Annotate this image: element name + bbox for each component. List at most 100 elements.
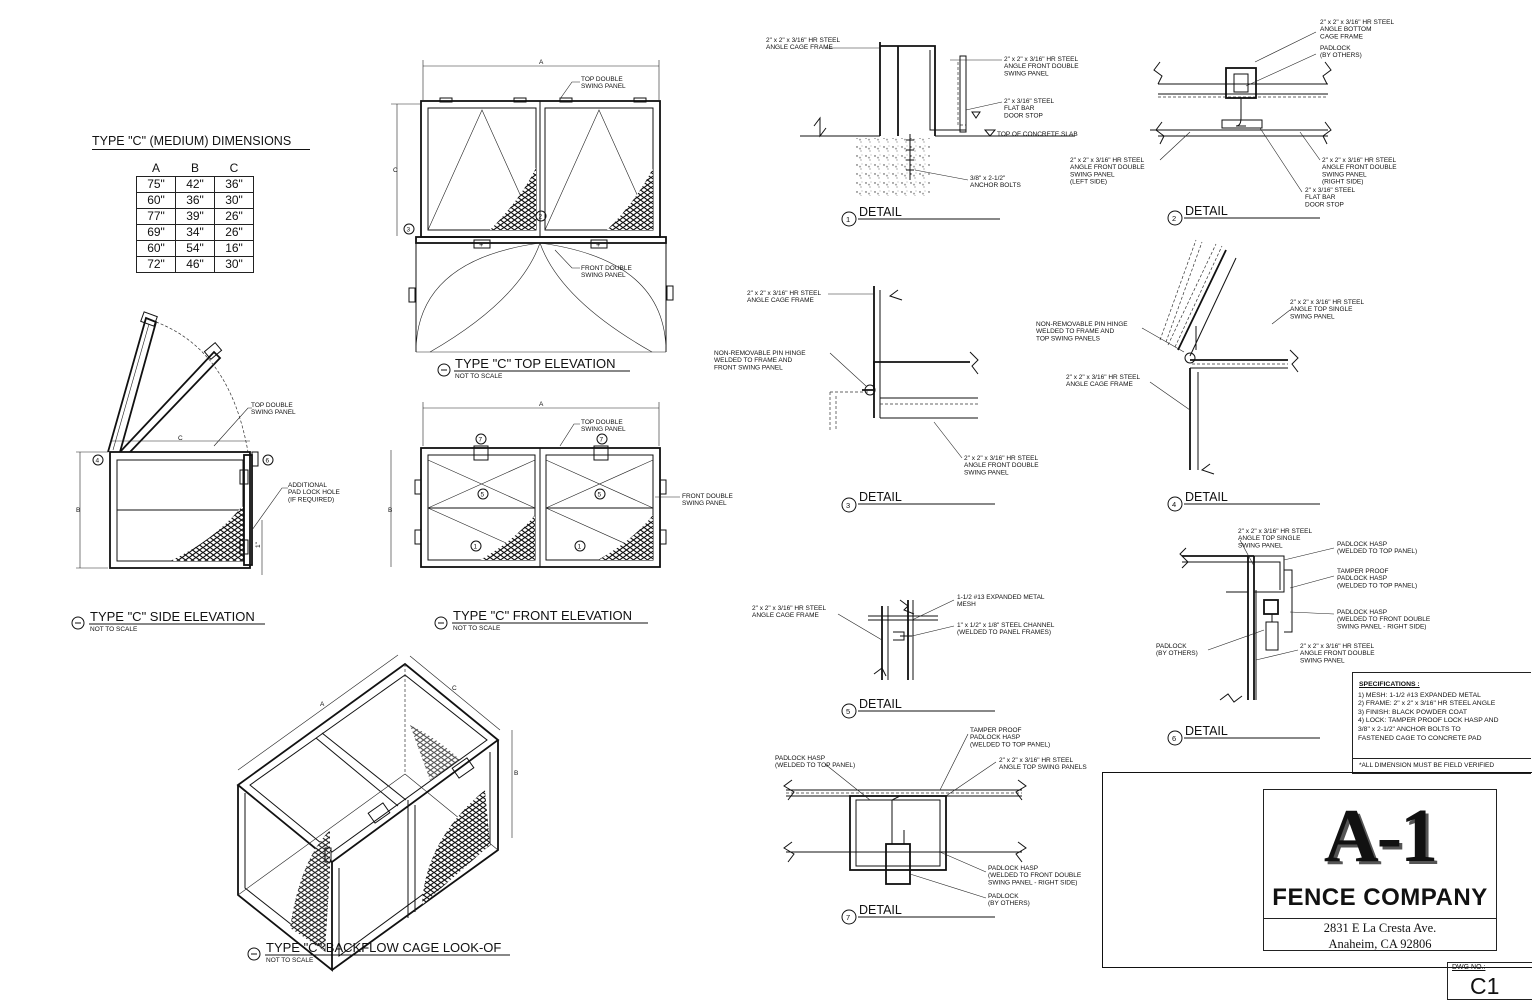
svg-text:+: +	[479, 240, 484, 249]
dimension-table-title: TYPE "C" (MEDIUM) DIMENSIONS	[92, 134, 310, 150]
callout-number: 5	[598, 492, 602, 499]
d7-callout-padlock: PADLOCK(BY OTHERS)	[988, 893, 1030, 907]
iso-dim-a: A	[320, 701, 325, 708]
detail-7-title: DETAIL	[859, 903, 902, 917]
d7-callout-hasp-top: PADLOCK HASP(WELDED TO TOP PANEL)	[775, 755, 855, 769]
drawing-number-label: DWG NO.:	[1452, 964, 1486, 971]
table-cell: 30"	[214, 256, 254, 273]
front-dim-a: A	[539, 401, 544, 408]
detail-number: 7	[846, 913, 850, 922]
isometric-cage-view: A C B TYPE "C" BACKFLOW CAGE LOOK-OF NOT…	[236, 654, 518, 972]
detail-1-title: DETAIL	[859, 205, 902, 219]
title-block-company-area: A-1 FENCE COMPANY 2831 E La Cresta Ave. …	[1263, 789, 1497, 951]
company-name: FENCE COMPANY	[1272, 884, 1488, 911]
table-row: 60"36"30"	[136, 192, 254, 209]
callout-number: 2	[539, 214, 543, 221]
detail-number: 2	[1172, 214, 1176, 223]
table-cell: 77"	[136, 208, 176, 225]
detail-4-title: DETAIL	[1185, 490, 1228, 504]
company-address-line1: 2831 E La Cresta Ave.	[1264, 918, 1496, 936]
table-row: 75"42"36"	[136, 176, 254, 193]
callout-number: 1	[578, 544, 582, 551]
top-elevation-title: TYPE "C" TOP ELEVATION	[455, 356, 615, 371]
detail-number: 4	[1172, 500, 1176, 509]
iso-dim-b: B	[514, 770, 518, 777]
table-header-b: B	[190, 161, 199, 175]
drawing-number-box: DWG NO.: C1	[1447, 962, 1532, 1000]
d6-callout-hasp-top: PADLOCK HASP(WELDED TO TOP PANEL)	[1337, 541, 1417, 555]
iso-dim-c: C	[452, 685, 457, 692]
detail-2-title: DETAIL	[1185, 204, 1228, 218]
callout-number: 6	[266, 458, 270, 465]
callout-number: 7	[600, 437, 604, 444]
d5-callout-channel: 1" x 1/2" x 1/8" STEEL CHANNEL(WELDED TO…	[957, 622, 1055, 636]
table-cell: 46"	[175, 256, 215, 273]
lookof-nts: NOT TO SCALE	[266, 957, 314, 964]
callout-number: 5	[481, 492, 485, 499]
dim-c-label: C	[393, 167, 398, 174]
drawing-number: C1	[1470, 973, 1500, 999]
detail-number: 6	[1172, 734, 1176, 743]
table-cell: 72"	[136, 256, 176, 273]
table-row: 77"39"26"	[136, 208, 254, 225]
table-header-row: A B C	[137, 161, 254, 177]
detail-number: 5	[846, 707, 850, 716]
callout-number: 4	[96, 458, 100, 465]
dim-a-label: A	[539, 59, 544, 66]
callout-number: 1	[474, 544, 478, 551]
specifications-title: SPECIFICATIONS :	[1359, 681, 1420, 688]
spec-note: *ALL DIMENSION MUST BE FIELD VERIFIED	[1353, 758, 1531, 773]
company-logo: A-1	[1323, 794, 1438, 878]
front-elevation-nts: NOT TO SCALE	[453, 625, 501, 632]
d6-callout-padlock: PADLOCK(BY OTHERS)	[1156, 643, 1198, 657]
spec-item: 2) FRAME: 2" x 2" x 3/16" HR STEEL ANGLE	[1358, 700, 1496, 708]
specifications-box: SPECIFICATIONS : 1) MESH: 1-1/2 #13 EXPA…	[1352, 672, 1531, 774]
front-elevation-title: TYPE "C" FRONT ELEVATION	[453, 608, 632, 623]
dimension-table: A B C 75"42"36" 60"36"30" 77"39"26" 69"3…	[136, 161, 254, 273]
side-dim-one: 1"	[255, 541, 262, 548]
detail-5-title: DETAIL	[859, 697, 902, 711]
side-dim-c: C	[178, 435, 183, 442]
table-header-a: A	[151, 161, 160, 175]
detail-number: 3	[846, 501, 850, 510]
callout-number: 7	[479, 437, 483, 444]
lookof-title: TYPE "C" BACKFLOW CAGE LOOK-OF	[266, 940, 501, 955]
side-elevation-title: TYPE "C" SIDE ELEVATION	[90, 609, 255, 624]
side-dim-b: B	[76, 507, 80, 514]
top-elevation-view: A C + + 3	[391, 59, 674, 380]
front-dim-b: B	[388, 507, 392, 514]
table-cell: 36"	[175, 192, 215, 209]
table-row: 60"54"16"	[136, 240, 254, 257]
detail-6-title: DETAIL	[1185, 724, 1228, 738]
detail-3-title: DETAIL	[859, 490, 902, 504]
